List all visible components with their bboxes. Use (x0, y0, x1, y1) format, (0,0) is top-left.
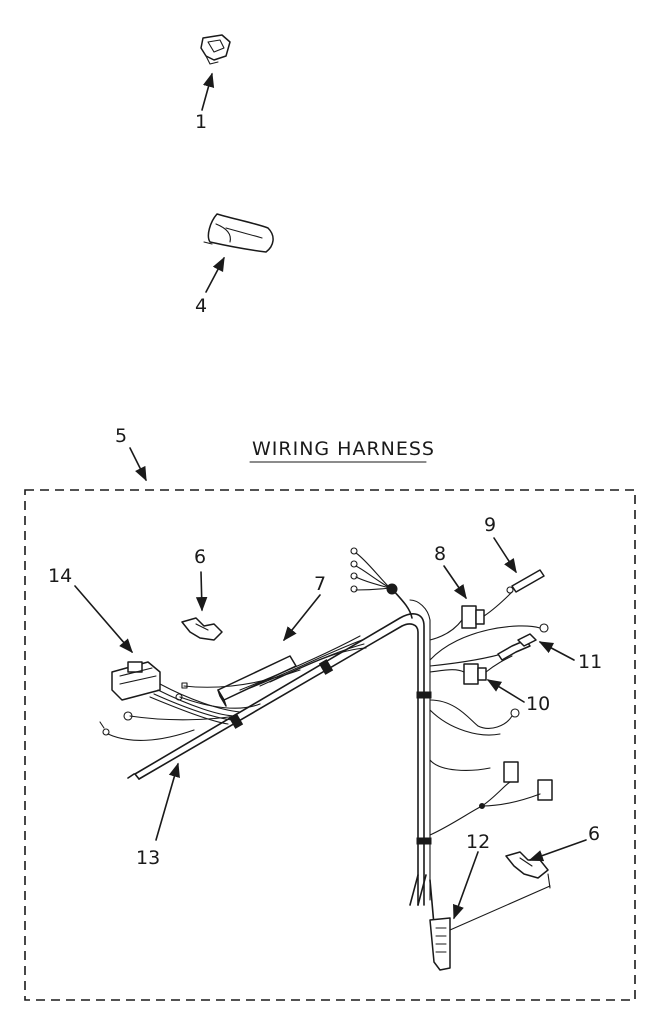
callout-5-label: 5 (115, 425, 127, 447)
callout-1-label: 1 (195, 111, 207, 133)
callout-1: 1 (195, 72, 215, 133)
callout-8: 8 (434, 543, 467, 600)
callout-14-label: 14 (48, 565, 72, 587)
callout-4: 4 (195, 256, 225, 317)
callout-11-label: 11 (578, 651, 602, 673)
callout-11: 11 (538, 641, 602, 673)
part-6-terminal-lower (505, 851, 551, 889)
callout-10-label: 10 (526, 693, 550, 715)
part-7-terminal-block (217, 635, 367, 707)
part-13-sleeve (127, 773, 135, 779)
harness-tail (409, 874, 435, 926)
callout-12-label: 12 (466, 831, 490, 853)
part-14-connector-block (111, 661, 241, 725)
top-terminal-wires (350, 547, 413, 619)
part-4-shield (203, 213, 274, 253)
callout-6b: 6 (528, 823, 600, 862)
right-branch-wires (429, 699, 520, 771)
part-8-connector (429, 591, 513, 641)
callout-10: 10 (486, 679, 550, 715)
callout-6a-label: 6 (194, 546, 206, 568)
callout-5: 5 (115, 425, 147, 482)
harness-trunk (134, 599, 432, 906)
callout-9: 9 (484, 514, 517, 574)
callout-13: 13 (136, 762, 180, 869)
callout-14: 14 (48, 565, 133, 654)
part-6-terminal-upper (181, 617, 223, 641)
callout-6b-label: 6 (588, 823, 600, 845)
lower-right-connectors (429, 761, 553, 836)
left-loose-wires (99, 669, 301, 741)
part-9-terminal (506, 569, 545, 594)
callout-7: 7 (283, 573, 326, 642)
wiring-harness-title-group: WIRING HARNESS (249, 438, 435, 463)
callout-7-label: 7 (314, 573, 326, 595)
part-11-terminals (429, 623, 549, 667)
callout-6a: 6 (194, 546, 208, 612)
callout-4-label: 4 (195, 295, 207, 317)
part-10-connector (429, 655, 513, 685)
callout-9-label: 9 (484, 514, 496, 536)
callout-8-label: 8 (434, 543, 446, 565)
part-12-connector (429, 885, 551, 971)
part-1-clip (200, 34, 231, 65)
kit-boundary (24, 489, 636, 1001)
diagram-title: WIRING HARNESS (252, 438, 435, 460)
callout-12: 12 (453, 831, 490, 920)
callout-13-label: 13 (136, 847, 160, 869)
